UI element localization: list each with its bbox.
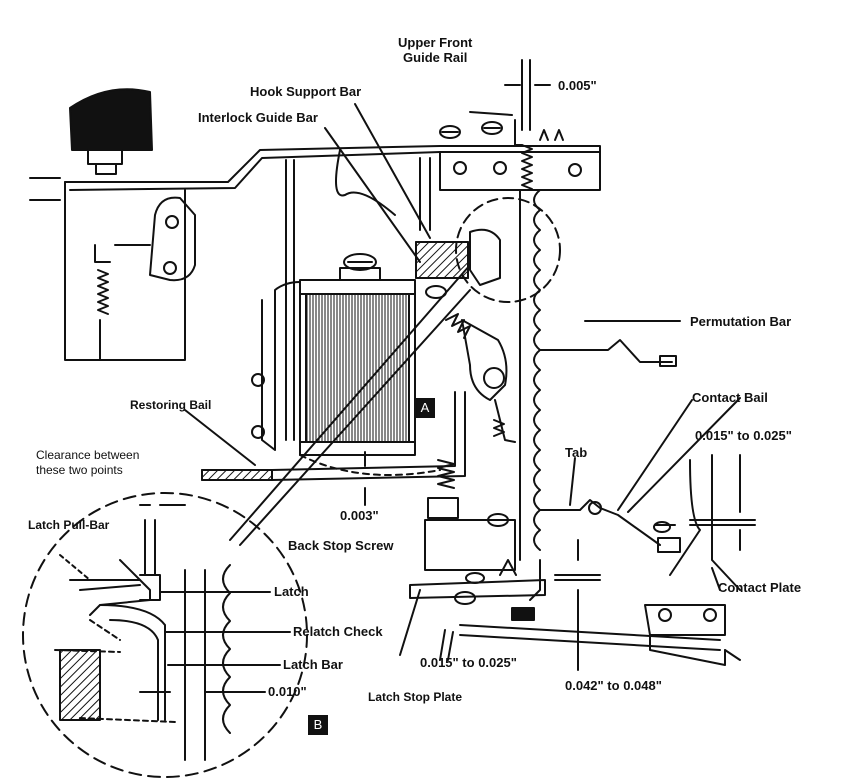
latch-head — [469, 228, 501, 286]
contact-plate-assembly — [459, 604, 741, 666]
label-latch-stop-plate: Latch Stop Plate — [368, 690, 463, 704]
label-hook-support-bar: Hook Support Bar — [250, 84, 362, 99]
restoring-bail — [184, 391, 466, 481]
permutation-bar-clip — [659, 355, 677, 367]
label-upper-front-guide-rail: Upper Front Guide Rail — [398, 35, 473, 65]
label-clearance-note: Clearance between these two points — [36, 448, 140, 477]
leader-lines — [229, 103, 741, 591]
label-dim-0015-0025-bottom: 0.015" to 0.025" — [420, 655, 517, 670]
label-relatch-check: Relatch Check — [293, 624, 383, 639]
label-dim-0042-0048: 0.042" to 0.048" — [565, 678, 662, 693]
detail-circle-b — [22, 492, 308, 778]
latch-lever — [445, 313, 516, 443]
latch-stop-plate — [409, 559, 546, 605]
back-stop-screw — [424, 459, 516, 571]
label-restoring-bail: Restoring Bail — [130, 398, 212, 412]
tag-a: A — [415, 398, 435, 418]
label-dim-0003: 0.003" — [340, 508, 379, 523]
label-contact-plate: Contact Plate — [718, 580, 802, 595]
upper-guide-rail — [514, 119, 523, 146]
label-latch-bar: Latch Bar — [283, 657, 343, 672]
tag-b: B — [308, 715, 328, 735]
label-latch: Latch — [274, 584, 309, 599]
top-frame — [64, 121, 601, 361]
detail-b-contents — [54, 519, 291, 761]
vertical-supports — [285, 157, 431, 441]
label-back-stop-screw: Back Stop Screw — [288, 538, 394, 553]
label-dim-0005: 0.005" — [558, 78, 597, 93]
hook-support-block — [415, 241, 469, 299]
label-permutation-bar: Permutation Bar — [690, 314, 792, 329]
magnet-coil — [251, 253, 416, 456]
leader-guide-rail — [469, 111, 513, 116]
knob — [29, 88, 153, 201]
label-contact-bail: Contact Bail — [692, 390, 768, 405]
contact-bail — [539, 399, 756, 591]
permutation-bar-arm — [539, 339, 673, 363]
left-lever — [94, 196, 196, 361]
label-tab: Tab — [565, 445, 588, 460]
permutation-bar — [519, 59, 541, 561]
label-latch-pull-bar: Latch Pull-Bar — [28, 518, 110, 532]
label-interlock-guide-bar: Interlock Guide Bar — [198, 110, 318, 125]
label-dim-0010: 0.010" — [268, 684, 307, 699]
label-dim-0015-0025-right: 0.015" to 0.025" — [695, 428, 792, 443]
detail-circle-upper — [455, 197, 561, 303]
bottom-dimensions — [399, 539, 601, 671]
